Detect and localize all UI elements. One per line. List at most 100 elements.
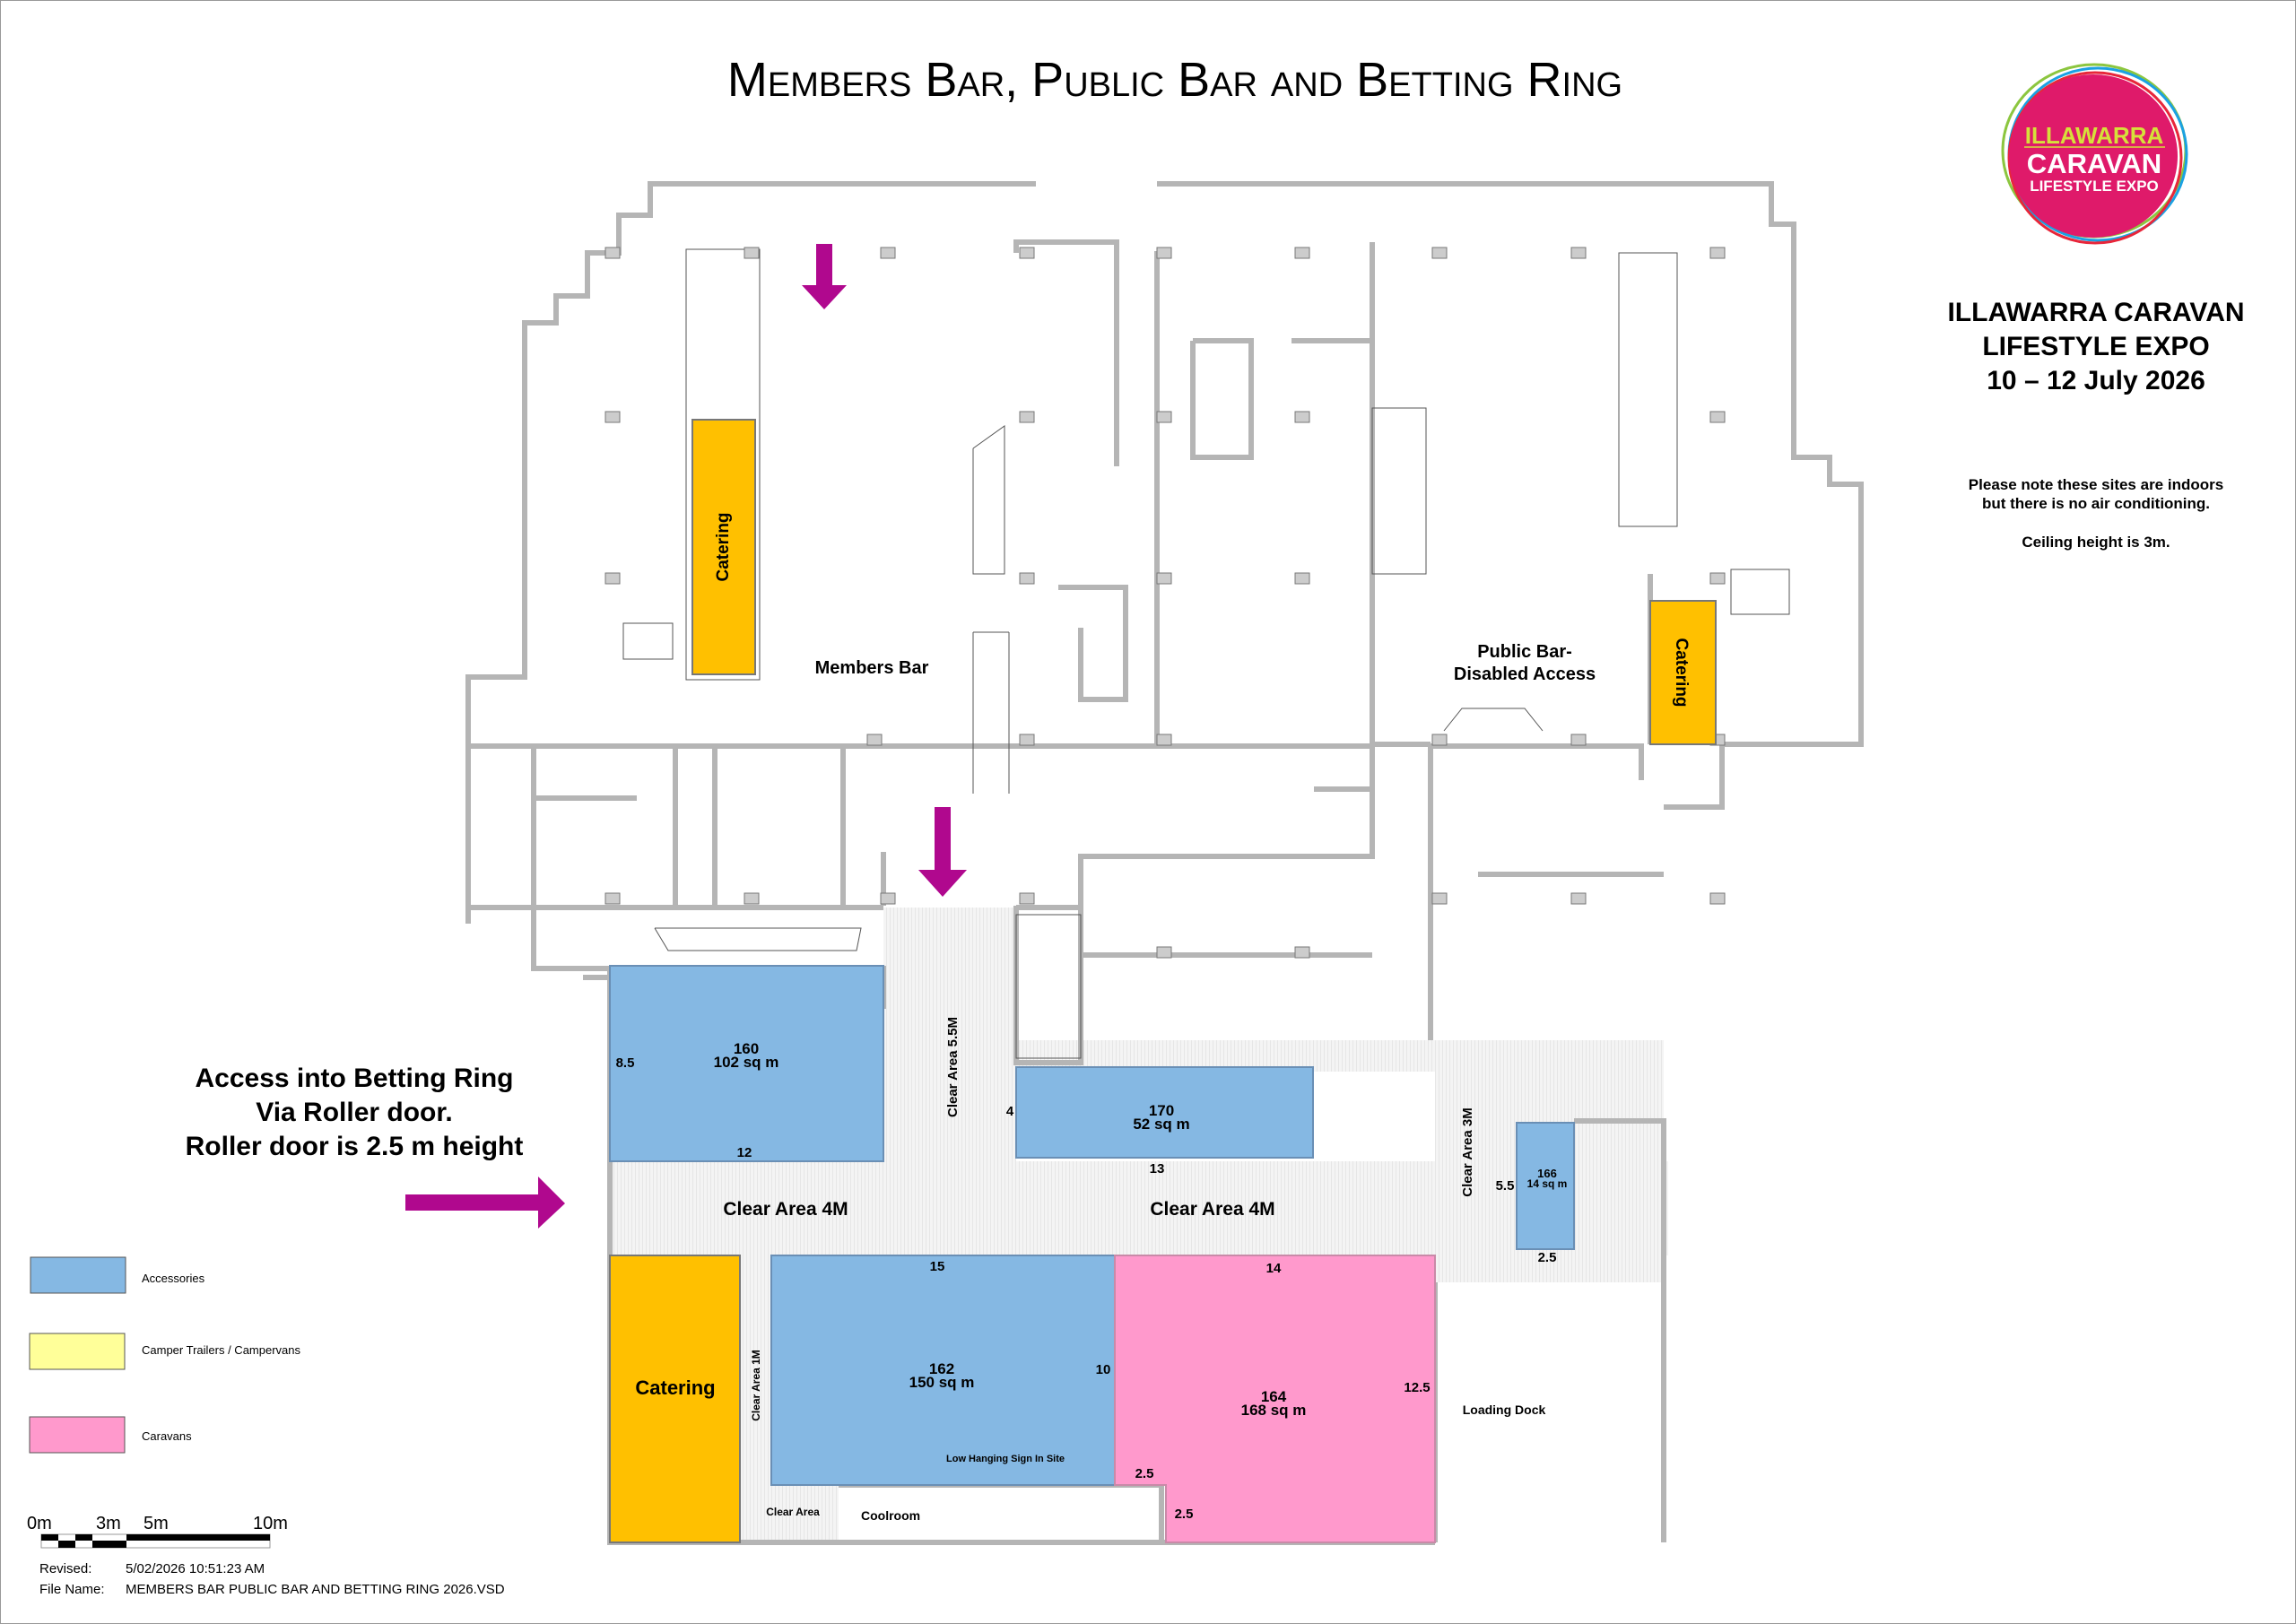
column-marker-icon xyxy=(1709,572,1726,585)
event-line-2: LIFESTYLE EXPO xyxy=(1982,332,2210,361)
clear-area-4m-right: Clear Area 4M xyxy=(1150,1199,1274,1220)
catering-right xyxy=(1649,600,1717,745)
column-marker-icon xyxy=(1019,734,1035,746)
catering-top xyxy=(691,419,756,675)
stand-164-width: 14 xyxy=(1266,1261,1282,1276)
stand-160[interactable] xyxy=(609,965,884,1162)
legend-swatch-campers xyxy=(29,1333,126,1370)
low-sign-label: Low Hanging Sign In Site xyxy=(946,1454,1065,1464)
stand-162-depth: 10 xyxy=(1096,1362,1111,1377)
catering-bottom-label: Catering xyxy=(635,1376,715,1399)
svg-text:Accessories: Accessories xyxy=(142,1272,205,1285)
footer: Revised:5/02/2026 10:51:23 AM File Name:… xyxy=(39,1559,505,1600)
access-line-1: Access into Betting Ring xyxy=(195,1064,514,1093)
clear-area-3m: Clear Area 3M xyxy=(1460,1107,1475,1197)
arrow-down-icon xyxy=(918,807,967,897)
column-marker-icon xyxy=(1570,734,1587,746)
interior-fixtures xyxy=(622,248,1790,1059)
column-marker-icon xyxy=(744,892,760,905)
clear-area-label: Clear Area xyxy=(766,1506,820,1518)
column-marker-icon xyxy=(1156,411,1172,423)
column-marker-icon xyxy=(1156,572,1172,585)
stand-162[interactable] xyxy=(770,1255,1116,1486)
public-bar-label: Public Bar- xyxy=(1477,642,1572,662)
column-marker-icon xyxy=(1156,946,1172,959)
svg-text:LIFESTYLE EXPO: LIFESTYLE EXPO xyxy=(2030,178,2159,195)
stand-162-area: 150 sq m xyxy=(909,1374,975,1391)
column-marker-icon xyxy=(1156,247,1172,259)
notes: Please note these sites are indoors but … xyxy=(1917,475,2275,551)
stand-170-number: 170 xyxy=(1149,1102,1174,1119)
column-marker-icon xyxy=(604,247,621,259)
coolroom-label: Coolroom xyxy=(861,1508,920,1523)
catering-bottom xyxy=(609,1255,741,1543)
revised-value: 5/02/2026 10:51:23 AM xyxy=(126,1561,265,1576)
access-note: Access into Betting Ring Via Roller door… xyxy=(130,1062,578,1164)
scale-bar: 0m 3m 5m 10m xyxy=(27,1514,288,1549)
access-line-3: Roller door is 2.5 m height xyxy=(185,1132,524,1161)
clear-area-4m-left: Clear Area 4M xyxy=(723,1199,848,1220)
stand-170-width: 13 xyxy=(1150,1161,1165,1177)
column-marker-icon xyxy=(1709,411,1726,423)
members-bar-label: Members Bar xyxy=(815,658,929,678)
file-value: MEMBERS BAR PUBLIC BAR AND BETTING RING … xyxy=(126,1582,505,1597)
expo-logo: ILLAWARRA CARAVAN LIFESTYLE EXPO xyxy=(2001,63,2188,245)
stand-162-width: 15 xyxy=(930,1259,945,1274)
column-marker-icon xyxy=(1019,892,1035,905)
stand-166-width: 2.5 xyxy=(1538,1250,1557,1265)
column-marker-icon xyxy=(1294,946,1310,959)
structural-columns xyxy=(604,247,1726,959)
stand-160-width: 12 xyxy=(737,1145,752,1160)
column-marker-icon xyxy=(1431,892,1448,905)
stand-160-depth: 8.5 xyxy=(616,1055,635,1071)
arrow-right-icon xyxy=(405,1177,565,1229)
revised-label: Revised: xyxy=(39,1561,92,1576)
column-marker-icon xyxy=(1019,572,1035,585)
access-line-2: Via Roller door. xyxy=(256,1098,453,1127)
column-marker-icon xyxy=(1019,411,1035,423)
catering-top-label: Catering xyxy=(714,512,733,581)
column-marker-icon xyxy=(744,247,760,259)
svg-text:Caravans: Caravans xyxy=(142,1429,192,1443)
column-marker-icon xyxy=(604,411,621,423)
stand-162-number: 162 xyxy=(929,1360,954,1377)
plan-labels: Members Bar Public Bar- Disabled Access … xyxy=(616,512,1691,1523)
note-line-1: Please note these sites are indoors xyxy=(1968,476,2224,493)
column-marker-icon xyxy=(604,892,621,905)
clear-area-55m: Clear Area 5.5M xyxy=(945,1017,961,1117)
svg-text:3m: 3m xyxy=(96,1514,121,1533)
stand-164[interactable] xyxy=(1114,1255,1436,1543)
stand-170[interactable] xyxy=(1015,1066,1314,1159)
column-marker-icon xyxy=(1019,247,1035,259)
column-marker-icon xyxy=(1709,892,1726,905)
column-marker-icon xyxy=(1570,892,1587,905)
column-marker-icon xyxy=(1570,247,1587,259)
svg-text:Camper Trailers / Campervans: Camper Trailers / Campervans xyxy=(142,1343,300,1357)
column-marker-icon xyxy=(604,572,621,585)
stand-164-notch-a: 2.5 xyxy=(1135,1466,1154,1481)
entry-arrows xyxy=(405,244,967,1229)
column-marker-icon xyxy=(1294,572,1310,585)
page-title: Members Bar, Public Bar and Betting Ring xyxy=(726,53,1623,107)
stand-166[interactable] xyxy=(1516,1122,1575,1250)
note-line-2: but there is no air conditioning. xyxy=(1981,495,2211,512)
svg-text:ILLAWARRA: ILLAWARRA xyxy=(2025,122,2164,149)
clear-areas xyxy=(610,908,1668,1542)
stand-166-depth: 5.5 xyxy=(1496,1178,1515,1194)
column-marker-icon xyxy=(866,734,883,746)
event-line-1: ILLAWARRA CARAVAN xyxy=(1947,298,2245,327)
clear-area-1m: Clear Area 1M xyxy=(750,1350,762,1421)
public-bar-label-2: Disabled Access xyxy=(1454,664,1596,684)
column-marker-icon xyxy=(880,892,896,905)
stand-160-number: 160 xyxy=(734,1040,759,1057)
stand-166-area: 14 sq m xyxy=(1527,1177,1568,1190)
stand-164-number: 164 xyxy=(1261,1388,1287,1405)
stands xyxy=(609,965,1575,1543)
legend-swatch-caravans xyxy=(29,1416,126,1454)
legend-swatch-accessories xyxy=(30,1256,126,1294)
column-marker-icon xyxy=(1294,247,1310,259)
note-ceiling: Ceiling height is 3m. xyxy=(2022,534,2170,551)
column-marker-icon xyxy=(1431,247,1448,259)
event-info: ILLAWARRA CARAVAN LIFESTYLE EXPO 10 – 12… xyxy=(1917,296,2275,398)
